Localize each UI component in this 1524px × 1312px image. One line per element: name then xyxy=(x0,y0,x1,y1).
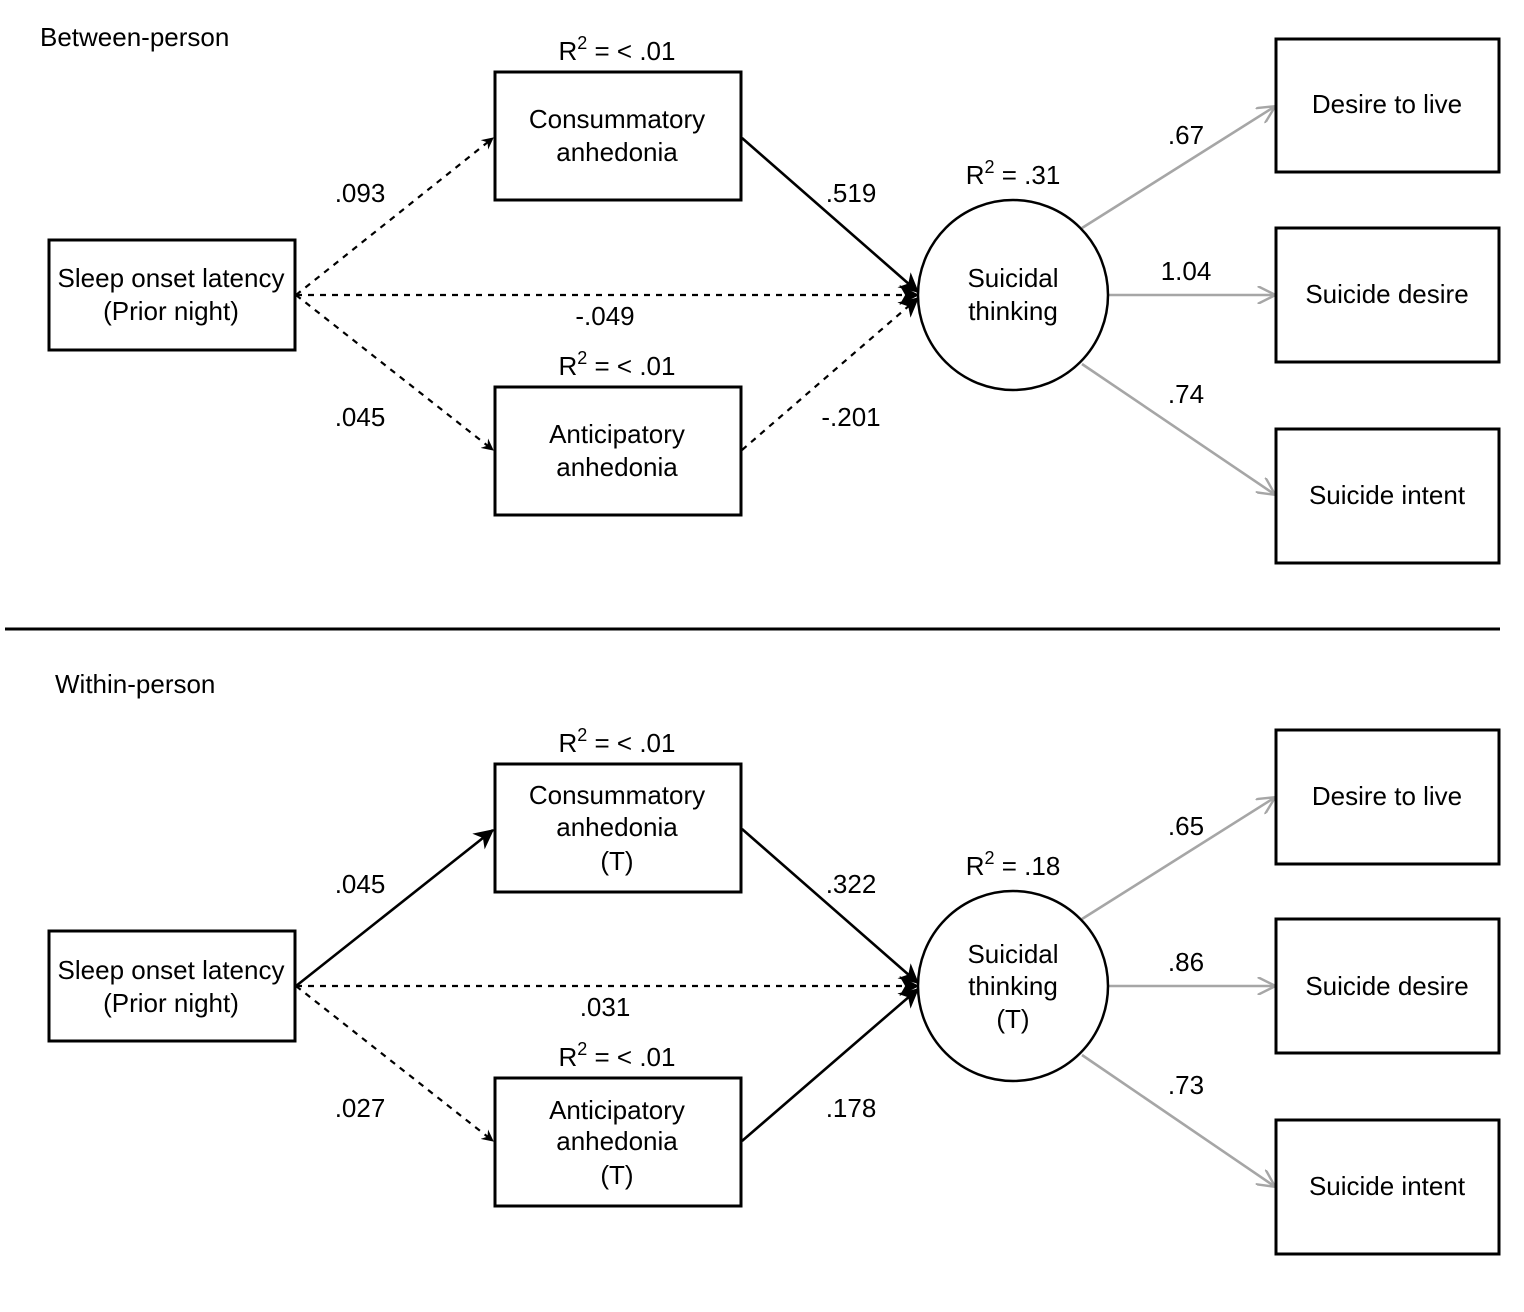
consummatory-label-line-1: Consummatory xyxy=(529,104,705,134)
coef-predictor-to-anticipatory: .045 xyxy=(335,402,386,432)
consummatory-r-squared: R2 = < .01 xyxy=(559,33,676,66)
coef-consummatory-to-suicidal-thinking: .519 xyxy=(826,178,877,208)
suicidal-thinking-latent: R2 = .18 Suicidal thinking (T) xyxy=(916,848,1110,1083)
indicator-suicide-desire: Suicide desire xyxy=(1274,917,1501,1055)
indicator-label: Suicide intent xyxy=(1309,480,1466,510)
loading-suicide-intent xyxy=(1081,1053,1274,1186)
loading-desire-to-live xyxy=(1081,107,1274,230)
path-predictor-to-anticipatory xyxy=(295,294,494,451)
predictor-label-line-1: Sleep onset latency xyxy=(58,263,285,293)
predictor-label-line-1: Sleep onset latency xyxy=(58,955,285,985)
suicidal-thinking-label-line-1: Suicidal xyxy=(967,939,1058,969)
loading-suicide-intent-value: .74 xyxy=(1168,379,1204,409)
anticipatory-r-squared: R2 = < .01 xyxy=(559,1039,676,1072)
indicator-label: Suicide desire xyxy=(1305,971,1468,1001)
anticipatory-label-line-1: Anticipatory xyxy=(549,1095,685,1125)
coef-anticipatory-to-suicidal-thinking: -.201 xyxy=(821,402,880,432)
path-anticipatory-to-suicidal-thinking xyxy=(741,988,920,1142)
anticipatory-label-line-2: anhedonia xyxy=(556,1126,678,1156)
indicator-desire-to-live: Desire to live xyxy=(1274,728,1501,866)
indicator-label: Desire to live xyxy=(1312,89,1462,119)
indicator-suicide-desire: Suicide desire xyxy=(1274,226,1501,364)
panel-within-person: Within-person Sleep onset latency (Prior… xyxy=(47,669,1501,1256)
coef-anticipatory-to-suicidal-thinking: .178 xyxy=(826,1093,877,1123)
loading-suicide-intent-value: .73 xyxy=(1168,1070,1204,1100)
predictor-box: Sleep onset latency (Prior night) xyxy=(47,929,297,1043)
indicator-suicide-intent: Suicide intent xyxy=(1274,427,1501,565)
consummatory-label-line-1: Consummatory xyxy=(529,780,705,810)
loading-desire-to-live xyxy=(1081,798,1274,921)
loading-desire-to-live-value: .67 xyxy=(1168,120,1204,150)
anticipatory-anhedonia-box: R2 = < .01 Anticipatory anhedonia xyxy=(493,348,743,517)
consummatory-r-squared: R2 = < .01 xyxy=(559,725,676,758)
consummatory-anhedonia-box: R2 = < .01 Consummatory anhedonia xyxy=(493,33,743,202)
panel-title: Between-person xyxy=(40,22,229,52)
indicator-label: Suicide desire xyxy=(1305,279,1468,309)
path-predictor-to-consummatory xyxy=(295,137,494,296)
coef-predictor-to-consummatory: .093 xyxy=(335,178,386,208)
predictor-label-line-2: (Prior night) xyxy=(103,296,239,326)
panel-between-person: Between-person Sleep onset latency (Prio… xyxy=(40,22,1501,565)
anticipatory-label-line-1: Anticipatory xyxy=(549,419,685,449)
suicidal-thinking-latent: R2 = .31 Suicidal thinking xyxy=(916,157,1110,392)
path-predictor-to-anticipatory xyxy=(295,985,494,1142)
consummatory-label-line-2: anhedonia xyxy=(556,812,678,842)
coef-predictor-to-suicidal-thinking: -.049 xyxy=(575,301,634,331)
anticipatory-label-line-2: anhedonia xyxy=(556,452,678,482)
loading-desire-to-live-value: .65 xyxy=(1168,811,1204,841)
coef-predictor-to-consummatory: .045 xyxy=(335,869,386,899)
panel-title: Within-person xyxy=(55,669,215,699)
coef-consummatory-to-suicidal-thinking: .322 xyxy=(826,869,877,899)
suicidal-thinking-label-line-3: (T) xyxy=(996,1004,1029,1034)
suicidal-thinking-label-line-2: thinking xyxy=(968,296,1058,326)
path-anticipatory-to-suicidal-thinking xyxy=(741,297,920,451)
path-consummatory-to-suicidal-thinking xyxy=(741,137,920,293)
indicator-suicide-intent: Suicide intent xyxy=(1274,1118,1501,1256)
indicator-label: Suicide intent xyxy=(1309,1171,1466,1201)
path-predictor-to-consummatory xyxy=(295,828,495,988)
predictor-box: Sleep onset latency (Prior night) xyxy=(47,238,297,352)
predictor-label-line-2: (Prior night) xyxy=(103,988,239,1018)
loading-suicide-desire-value: 1.04 xyxy=(1161,256,1212,286)
coef-predictor-to-anticipatory: .027 xyxy=(335,1093,386,1123)
suicidal-thinking-r-squared: R2 = .18 xyxy=(966,848,1061,881)
indicator-label: Desire to live xyxy=(1312,781,1462,811)
loading-suicide-desire-value: .86 xyxy=(1168,947,1204,977)
suicidal-thinking-label-line-2: thinking xyxy=(968,971,1058,1001)
consummatory-anhedonia-box: R2 = < .01 Consummatory anhedonia (T) xyxy=(493,725,743,894)
anticipatory-anhedonia-box: R2 = < .01 Anticipatory anhedonia (T) xyxy=(493,1039,743,1208)
consummatory-label-line-3: (T) xyxy=(600,846,633,876)
suicidal-thinking-r-squared: R2 = .31 xyxy=(966,157,1061,190)
anticipatory-label-line-3: (T) xyxy=(600,1160,633,1190)
path-consummatory-to-suicidal-thinking xyxy=(741,828,920,984)
loading-suicide-intent xyxy=(1081,362,1274,494)
consummatory-label-line-2: anhedonia xyxy=(556,137,678,167)
coef-predictor-to-suicidal-thinking: .031 xyxy=(580,992,631,1022)
anticipatory-r-squared: R2 = < .01 xyxy=(559,348,676,381)
suicidal-thinking-label-line-1: Suicidal xyxy=(967,263,1058,293)
indicator-desire-to-live: Desire to live xyxy=(1274,37,1501,174)
